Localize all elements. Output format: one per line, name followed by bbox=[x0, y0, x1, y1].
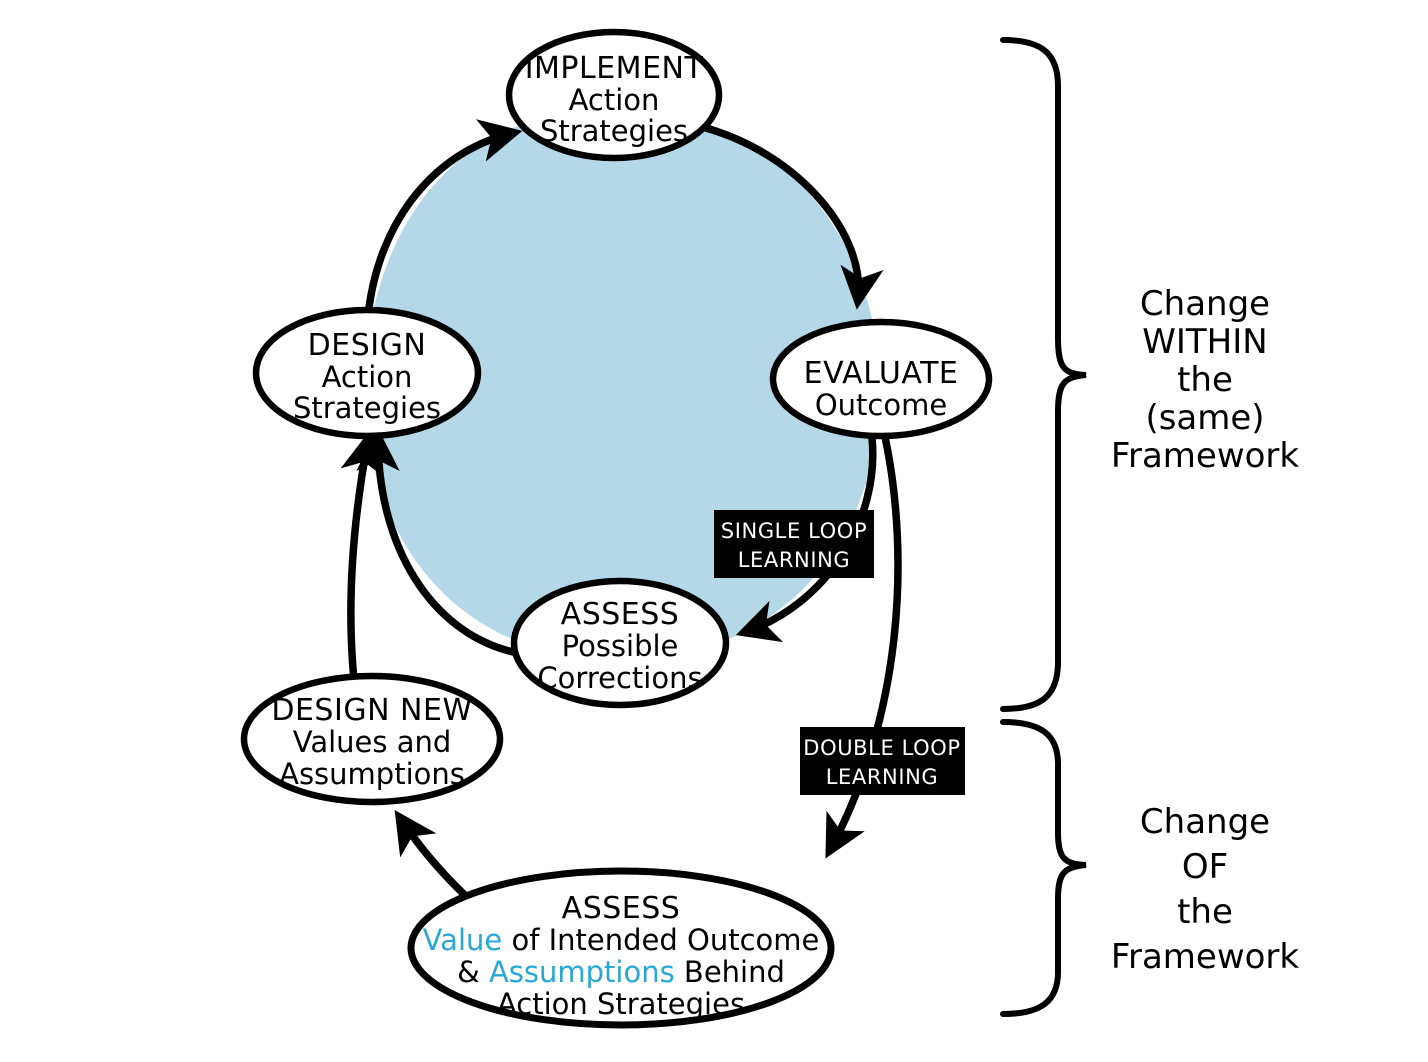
node-evaluate-shape bbox=[769, 318, 993, 440]
node-assess-values-line-4: Action Strategies bbox=[497, 987, 745, 1021]
node-implement-line-2: Action bbox=[569, 83, 660, 117]
node-assess-possible-shape bbox=[510, 577, 730, 709]
arrow-assess-to-design bbox=[356, 428, 517, 656]
tag-double-loop-learning: DOUBLE LOOP LEARNING bbox=[800, 727, 965, 795]
tag-single-loop-bg bbox=[714, 510, 874, 578]
node-design-line-2: Action bbox=[322, 360, 413, 394]
node-assess-values-line-3: & Assumptions Behind bbox=[457, 955, 785, 989]
node-design-new-line-2: Values and bbox=[293, 725, 452, 759]
node-assess-possible-line-3: Corrections bbox=[537, 661, 702, 695]
brace-of-label: Change OF the Framework bbox=[1111, 802, 1300, 977]
node-evaluate-line-2: Outcome bbox=[815, 388, 947, 422]
node-assess-possible-line-2: Possible bbox=[562, 629, 679, 663]
node-design-new-line-1: DESIGN NEW bbox=[271, 693, 472, 728]
brace-of-line-3: the bbox=[1177, 892, 1233, 932]
tag-single-loop-line-2: LEARNING bbox=[738, 548, 851, 572]
brace-within-label: Change WITHIN the (same) Framework bbox=[1111, 284, 1300, 476]
node-assess-values[interactable]: ASSESS Value of Intended Outcome & Assum… bbox=[407, 867, 835, 1029]
accent-assumptions: Assumptions bbox=[489, 955, 675, 989]
node-design-line-1: DESIGN bbox=[308, 328, 427, 363]
brace-within-line-5: Framework bbox=[1111, 436, 1300, 476]
assess-values-line-3-pre: & bbox=[457, 955, 489, 989]
brace-of-line-2: OF bbox=[1182, 847, 1228, 887]
node-assess-possible-line-1: ASSESS bbox=[561, 597, 680, 632]
node-design-new-shape bbox=[240, 672, 504, 806]
node-implement-line-1: IMPLEMENT bbox=[525, 51, 704, 86]
assess-values-line-3-post: Behind bbox=[675, 955, 785, 989]
brace-of-line-4: Framework bbox=[1111, 937, 1300, 977]
brace-within-line-1: Change bbox=[1140, 284, 1270, 324]
brace-change-within bbox=[1000, 37, 1087, 712]
brace-within-line-3: the bbox=[1177, 360, 1233, 400]
node-assess-values-line-2: Value of Intended Outcome bbox=[423, 923, 820, 957]
arrow-design-new-to-design bbox=[340, 430, 384, 694]
node-evaluate[interactable]: EVALUATE Outcome bbox=[769, 318, 993, 440]
arrow-assess-values-to-design-new bbox=[394, 809, 474, 904]
node-assess-values-shape bbox=[407, 867, 835, 1029]
node-design-new[interactable]: DESIGN NEW Values and Assumptions bbox=[240, 672, 504, 806]
arrow-design-to-implement bbox=[363, 119, 523, 334]
arrow-evaluate-to-assess-values bbox=[825, 428, 902, 859]
assess-values-line-2-rest: of Intended Outcome bbox=[502, 923, 819, 957]
node-design-shape bbox=[252, 306, 482, 440]
brace-of-line-1: Change bbox=[1140, 802, 1270, 842]
tag-double-loop-line-2: LEARNING bbox=[826, 765, 939, 789]
tag-single-loop-learning: SINGLE LOOP LEARNING bbox=[714, 510, 874, 578]
node-assess-values-line-1: ASSESS bbox=[562, 891, 681, 926]
brace-within-line-4: (same) bbox=[1145, 398, 1264, 438]
brace-within-line-2: WITHIN bbox=[1142, 322, 1267, 362]
node-implement-shape bbox=[505, 28, 723, 162]
node-design-action-strategies[interactable]: DESIGN Action Strategies bbox=[252, 306, 482, 440]
tag-double-loop-line-1: DOUBLE LOOP bbox=[803, 736, 960, 760]
arrow-implement-to-evaluate bbox=[702, 124, 884, 310]
tag-single-loop-line-1: SINGLE LOOP bbox=[721, 519, 867, 543]
node-design-line-3: Strategies bbox=[293, 391, 441, 425]
brace-change-of bbox=[1000, 719, 1087, 1017]
double-loop-arrows bbox=[340, 428, 902, 904]
node-evaluate-line-1: EVALUATE bbox=[804, 356, 959, 391]
node-assess-possible-corrections[interactable]: ASSESS Possible Corrections bbox=[510, 577, 730, 709]
node-design-new-line-3: Assumptions bbox=[279, 757, 465, 791]
accent-value: Value bbox=[423, 923, 503, 957]
node-implement-line-3: Strategies bbox=[540, 114, 688, 148]
node-implement[interactable]: IMPLEMENT Action Strategies bbox=[505, 28, 723, 162]
tag-double-loop-bg bbox=[800, 727, 965, 795]
